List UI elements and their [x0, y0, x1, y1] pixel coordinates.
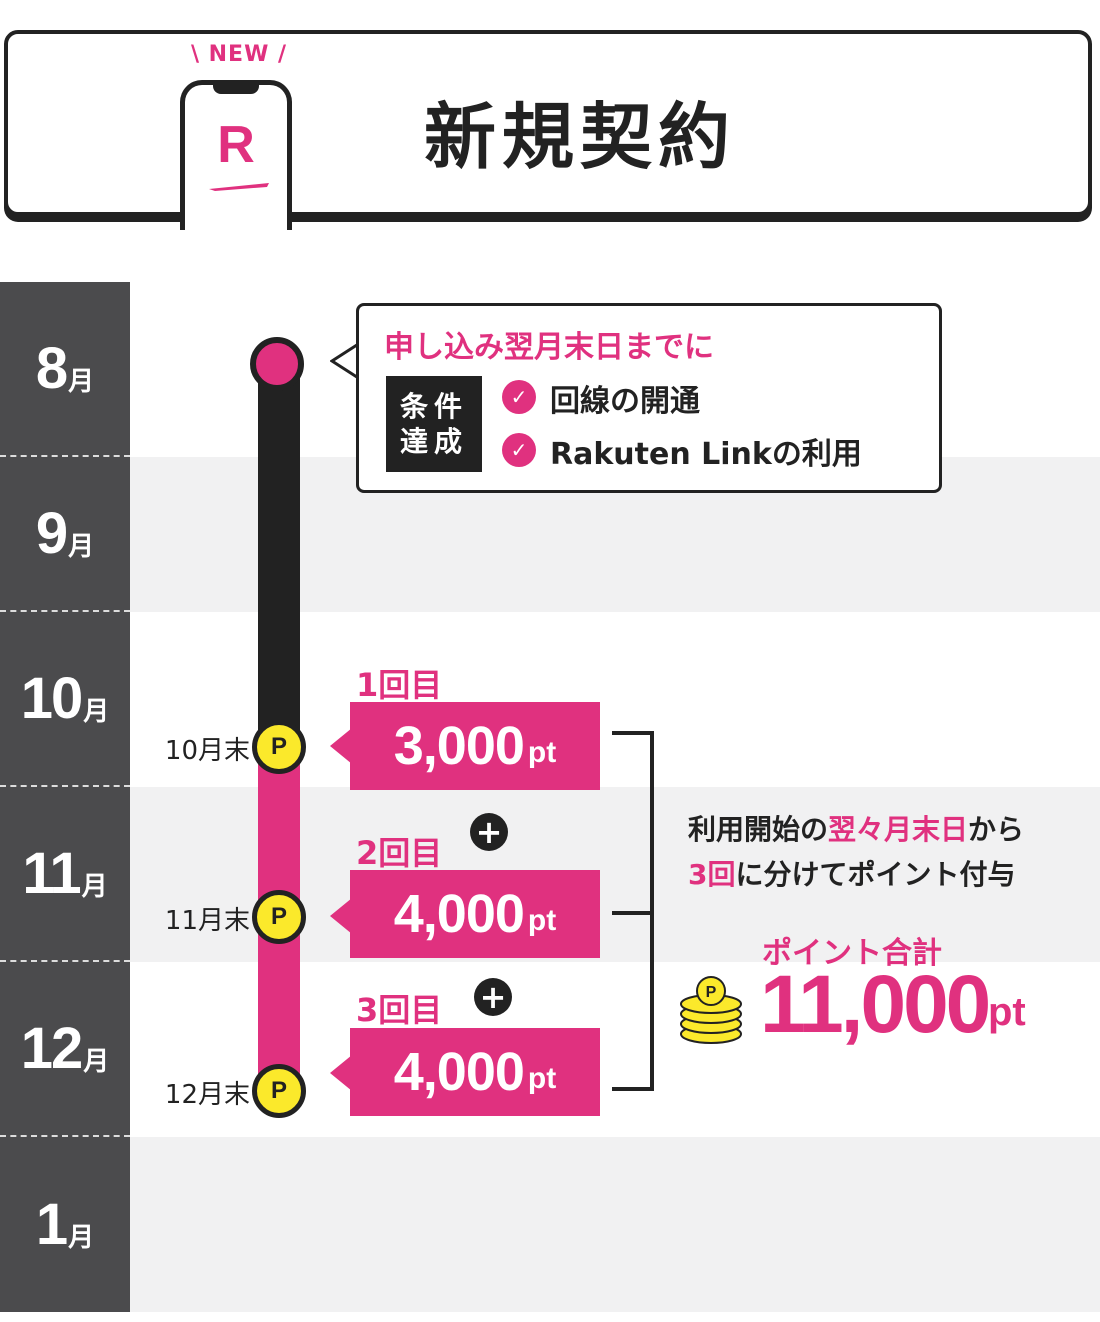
- pay-tail-icon: [330, 1055, 352, 1091]
- new-tag: \ NEW /: [190, 42, 288, 67]
- total-label: ポイント合計: [762, 936, 942, 971]
- point-coin-icon: P: [252, 1064, 306, 1118]
- callout-tail-icon: [330, 343, 360, 379]
- summary-line-2: 3回に分けてポイント付与: [688, 858, 1016, 891]
- condition-badge: 条件 達成: [386, 376, 482, 472]
- timeline-spine-pending: [258, 362, 300, 747]
- check-icon: ✓: [502, 433, 536, 467]
- round-label: 1回目: [356, 666, 443, 704]
- round-label: 2回目: [356, 834, 443, 872]
- plus-icon: +: [470, 813, 508, 851]
- condition-item: 回線の開通: [550, 384, 700, 419]
- logo-swoosh-icon: [209, 183, 269, 191]
- payment-date: 11月末: [164, 906, 250, 936]
- round-label: 3回目: [356, 991, 443, 1029]
- payment-date: 12月末: [164, 1080, 250, 1110]
- check-icon: ✓: [502, 380, 536, 414]
- phone-icon: R: [180, 80, 292, 230]
- svg-text:P: P: [706, 984, 717, 1001]
- start-dot-icon: [250, 337, 304, 391]
- coin-stack-icon: P: [680, 976, 742, 1044]
- total-amount: 11,000: [760, 959, 991, 1050]
- page-title: 新規契約: [423, 95, 736, 179]
- payment-date: 10月末: [164, 736, 250, 766]
- total-unit: pt: [988, 990, 1026, 1034]
- bracket-icon: [612, 731, 654, 1091]
- pay-tail-icon: [330, 728, 352, 764]
- callout-heading: 申し込み翌月末日までに: [384, 330, 714, 365]
- summary-line-1: 利用開始の翌々月末日から: [688, 813, 1025, 846]
- plus-icon: +: [474, 978, 512, 1016]
- pay-tail-icon: [330, 898, 352, 934]
- point-coin-icon: P: [252, 890, 306, 944]
- point-coin-icon: P: [252, 720, 306, 774]
- rakuten-logo: R: [217, 116, 255, 174]
- condition-item: Rakuten Linkの利用: [550, 437, 862, 472]
- band-1: [130, 1137, 1100, 1312]
